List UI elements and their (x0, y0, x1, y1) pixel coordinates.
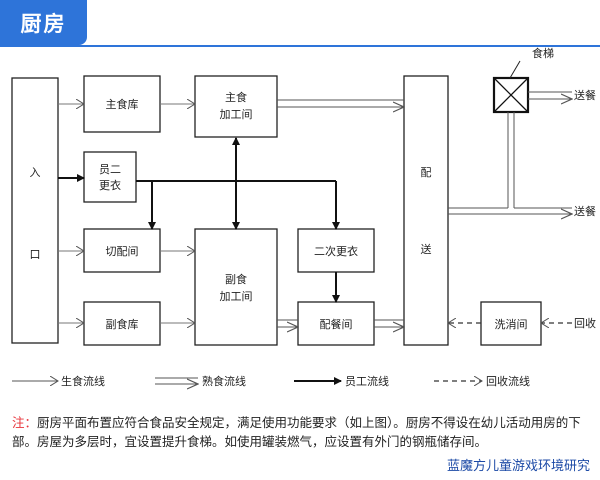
staff-changing-box (83, 151, 137, 203)
wash-room-box (480, 301, 542, 346)
title-underline (0, 45, 600, 47)
dish-lift-icon (492, 76, 530, 114)
kitchen-flow-diagram: 入 口 主食库 主食 加工间 员二 更衣 切配间 副食 加工间 副食库 二次更衣… (11, 46, 596, 410)
page-title: 厨房 (20, 11, 67, 36)
return-label: 回收 (574, 316, 596, 330)
staff-changing-label-2: 更衣 (99, 178, 121, 192)
side-processing-label-1: 副食 (225, 272, 247, 286)
wash-room-label: 洗消间 (495, 317, 528, 331)
entrance-label-top: 入 (30, 166, 41, 179)
send-meal-label-bottom: 送餐 (574, 204, 596, 218)
main-processing-box (194, 75, 278, 138)
side-processing-label-2: 加工间 (220, 290, 253, 303)
legend-raw-label: 生食流线 (61, 374, 105, 388)
legend: 生食流线 熟食流线 员工流线 回收流线 (12, 374, 530, 388)
main-storage-box (83, 75, 161, 133)
dish-lift-leader (509, 60, 521, 79)
dispatch-label-bottom: 送 (421, 242, 432, 256)
serving-prep-box (297, 301, 375, 346)
main-storage-label: 主食库 (106, 97, 139, 111)
legend-cooked-label: 熟食流线 (202, 374, 246, 388)
dish-lift-label: 食梯 (532, 46, 554, 60)
cutting-room-label: 切配间 (106, 245, 139, 258)
page-title-tab: 厨房 (0, 0, 87, 45)
watermark: 蓝魔方儿童游戏环境研究 (446, 459, 590, 474)
legend-recycle-label: 回收流线 (486, 374, 530, 388)
send-meal-label-top: 送餐 (574, 88, 596, 102)
note-paragraph: 注：厨房平面布置应符合食品安全规定，满足使用功能要求（如上图）。厨房不得设在幼儿… (12, 413, 590, 451)
entrance-label-bottom: 口 (30, 248, 41, 261)
staff-changing-label-1: 员二 (99, 163, 121, 176)
note-text: 厨房平面布置应符合食品安全规定，满足使用功能要求（如上图）。厨房不得设在幼儿活动… (12, 415, 581, 449)
main-processing-label-1: 主食 (225, 90, 247, 104)
dispatch-box (403, 75, 449, 346)
note-prefix: 注： (12, 415, 38, 430)
entrance-box (11, 77, 59, 344)
legend-staff-label: 员工流线 (345, 374, 389, 388)
side-processing-box (194, 228, 278, 346)
serving-prep-label: 配餐间 (320, 317, 353, 331)
side-storage-label: 副食库 (106, 317, 139, 331)
dispatch-label-top: 配 (421, 166, 432, 179)
main-processing-label-2: 加工间 (220, 108, 253, 121)
secondary-changing-label: 二次更衣 (314, 244, 358, 258)
